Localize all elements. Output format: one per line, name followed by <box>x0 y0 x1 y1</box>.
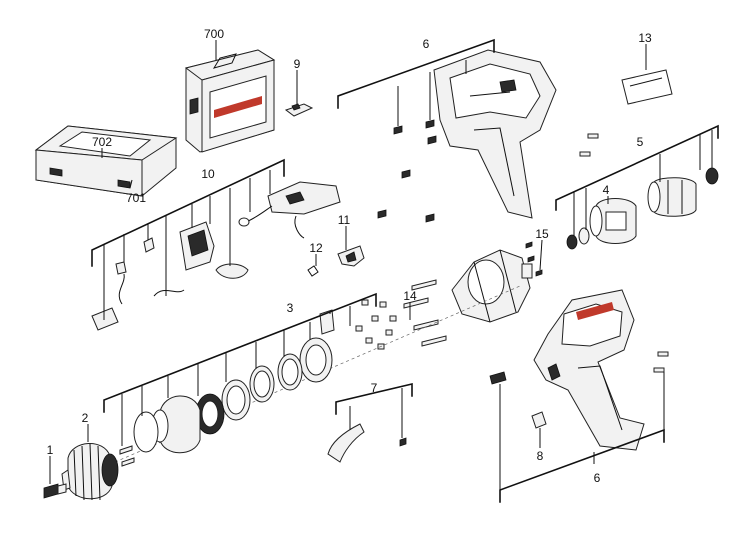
label-3: 3 <box>287 301 294 315</box>
label-7: 7 <box>371 381 378 395</box>
label-6-bottom: 6 <box>594 471 601 485</box>
part-10-switch-assembly <box>91 181 341 331</box>
label-9: 9 <box>294 57 301 71</box>
gearbox-housing <box>451 249 533 323</box>
part-12-spring <box>307 265 319 277</box>
label-11: 11 <box>338 213 351 227</box>
label-12: 12 <box>309 241 323 255</box>
label-701: 701 <box>126 191 146 205</box>
label-4: 4 <box>603 183 610 197</box>
label-14: 14 <box>403 289 417 303</box>
part-4-motor-stator <box>566 198 637 250</box>
label-10: 10 <box>201 167 215 181</box>
carry-case-flat <box>34 125 178 197</box>
label-700: 700 <box>204 27 224 41</box>
part-2-chuck <box>61 443 119 501</box>
part-7-belt-clip <box>327 423 407 463</box>
part-13-label <box>621 69 673 105</box>
callout-labels: 700 9 6 13 702 701 10 5 4 11 12 15 3 14 … <box>47 27 652 485</box>
part-8-clip <box>531 411 547 429</box>
leader-lines <box>49 38 719 503</box>
label-1: 1 <box>47 443 54 457</box>
housing-screws-top <box>377 119 437 223</box>
label-702: 702 <box>92 135 112 149</box>
part-6-housing-half-bottom <box>533 289 645 451</box>
carry-case-upright <box>184 49 276 153</box>
part-5-motor-can <box>647 167 719 217</box>
pins-top-right <box>579 133 599 157</box>
label-8: 8 <box>537 449 544 463</box>
part-1-chuck-screw <box>43 483 67 499</box>
label-13: 13 <box>638 31 652 45</box>
part-3-gearbox-components <box>133 309 335 454</box>
label-6-top: 6 <box>423 37 430 51</box>
pins-bottom-right <box>653 351 669 373</box>
part-11-bracket <box>337 245 365 267</box>
label-2: 2 <box>82 411 89 425</box>
small-rubber-part <box>489 371 507 385</box>
label-15: 15 <box>535 227 549 241</box>
gear-pins <box>355 299 397 350</box>
part-9-clip <box>284 103 314 117</box>
chuck-screws <box>119 445 135 467</box>
part-6-housing-half-top <box>433 49 557 219</box>
label-5: 5 <box>637 135 644 149</box>
part-15-screws <box>525 241 543 277</box>
